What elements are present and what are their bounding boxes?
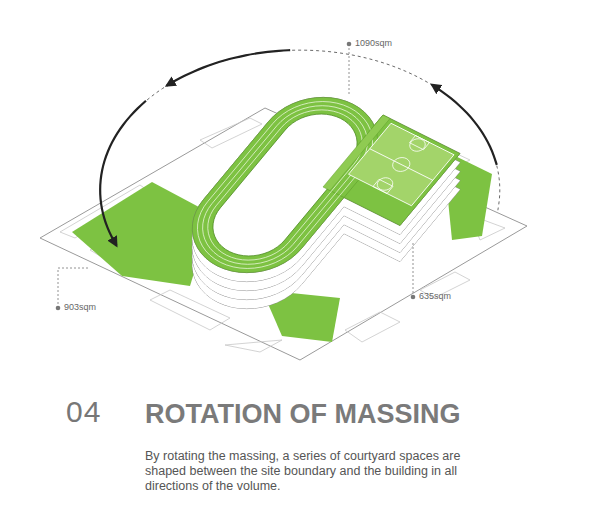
step-number: 04: [66, 395, 101, 429]
leader-line: [413, 242, 414, 293]
leader-dot: [56, 306, 61, 311]
rotation-arrow: [167, 50, 290, 85]
rotation-path: [104, 50, 500, 211]
leader-line: [349, 48, 350, 96]
caption: By rotating the massing, a series of cou…: [145, 449, 495, 494]
area-label: 903sqm: [64, 302, 96, 312]
rotation-arrow: [432, 85, 497, 165]
area-label: 1090sqm: [355, 38, 392, 48]
leader-dot: [411, 295, 416, 300]
building-massing: [192, 97, 460, 308]
context-outline: [345, 312, 400, 342]
site-plane: [40, 108, 527, 360]
courtyard: [72, 182, 212, 286]
context-outline: [225, 340, 282, 352]
rotation-arrow: [100, 101, 146, 246]
title: ROTATION OF MASSING: [145, 399, 460, 430]
leader-dot: [347, 42, 352, 47]
leader-line: [58, 268, 90, 304]
area-label: 635sqm: [419, 291, 451, 301]
